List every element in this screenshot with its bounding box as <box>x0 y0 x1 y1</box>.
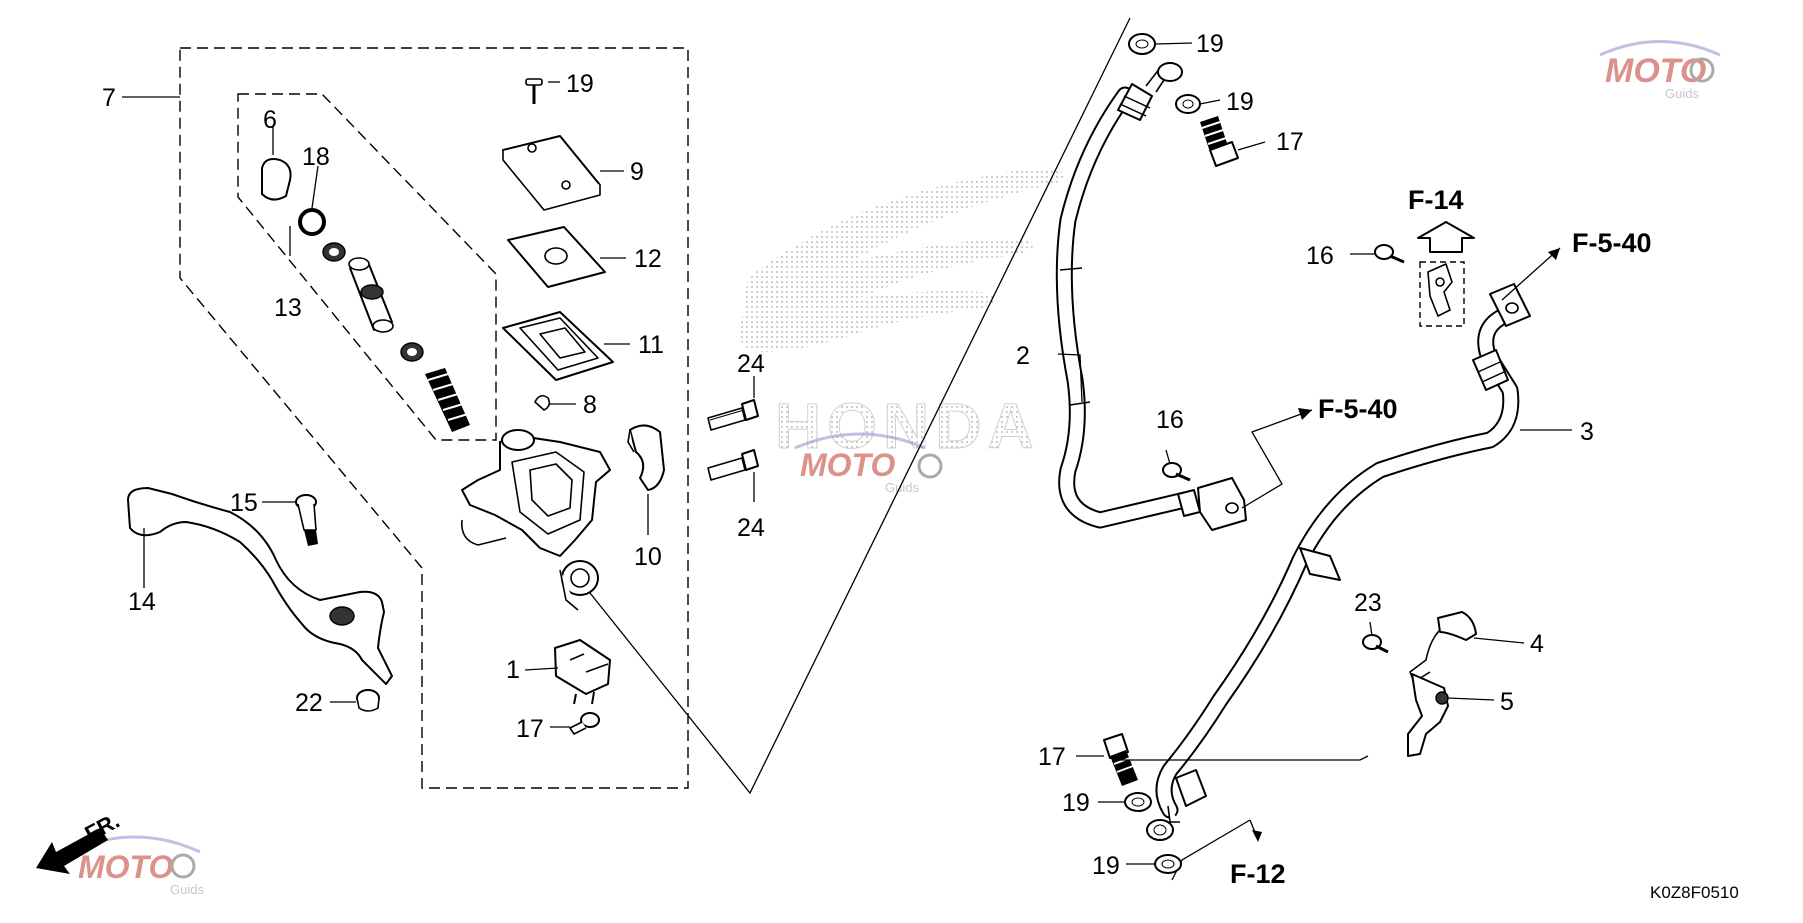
honda-wordmark-watermark: HONDA <box>775 390 1040 462</box>
part-19-sealing-washer <box>1128 33 1156 55</box>
callout-leaders <box>122 42 1572 865</box>
callout-24-lower: 24 <box>737 514 765 542</box>
svg-text:MOTO: MOTO <box>800 447 896 483</box>
part-8-float-clip <box>534 394 551 411</box>
callout-5: 5 <box>1500 688 1514 716</box>
callout-19-upper: 19 <box>1226 88 1254 116</box>
master-cylinder-body <box>461 429 611 611</box>
reference-arrow-f14 <box>1417 221 1475 253</box>
callout-21: 19 <box>566 70 594 98</box>
callout-3: 3 <box>1580 418 1594 446</box>
part-24-bolt-upper <box>707 399 759 431</box>
svg-text:Guids: Guids <box>885 480 919 495</box>
moto-logo-watermark: MOTO Guids <box>1599 40 1721 101</box>
part-14-brake-lever <box>127 487 393 685</box>
callout-22: 22 <box>295 689 323 717</box>
callout-12: 12 <box>634 245 662 273</box>
callout-13: 13 <box>274 294 302 322</box>
reference-labels: F-14 F-5-40 F-5-40 F-12 <box>1230 185 1652 889</box>
part-5-stay <box>1407 673 1449 757</box>
callout-20: 18 <box>302 143 330 171</box>
callout-7: 7 <box>102 84 116 112</box>
part-22-dust-cap <box>356 689 380 712</box>
reference-f5-40-middle: F-5-40 <box>1318 394 1398 424</box>
reference-arrow-f5-40-middle <box>1241 408 1313 509</box>
part-23-bolt <box>1362 634 1389 654</box>
callout-6: 6 <box>263 106 277 134</box>
callout-19-lower: 19 <box>1062 789 1090 817</box>
hose-clamp-bracket <box>1427 263 1453 317</box>
callout-numbers: 7 6 18 13 19 9 12 11 8 10 1 17 15 14 22 … <box>102 30 1594 880</box>
part-3-lower-brake-hose <box>1146 283 1531 841</box>
part-17-oil-bolt <box>1200 116 1239 167</box>
part-11-diaphragm <box>502 311 614 381</box>
callout-2: 2 <box>1016 342 1030 370</box>
callout-10: 10 <box>634 543 662 571</box>
callout-18: 17 <box>516 715 544 743</box>
svg-text:MOTO: MOTO <box>78 849 174 885</box>
reference-f5-40-upper: F-5-40 <box>1572 228 1652 258</box>
callout-16-middle: 16 <box>1156 406 1184 434</box>
bracket-detail-frame <box>1419 261 1465 327</box>
callout-11: 11 <box>638 331 664 359</box>
callout-1: 1 <box>506 656 520 684</box>
callout-4: 4 <box>1530 630 1544 658</box>
callout-19-top: 19 <box>1196 30 1224 58</box>
part-6-boot <box>261 158 292 201</box>
part-20-circlip <box>298 208 326 236</box>
part-13-piston-set <box>322 242 470 432</box>
part-12-diaphragm-plate <box>507 226 606 288</box>
callout-8: 8 <box>583 391 597 419</box>
part-19-sealing-washer <box>1175 94 1201 114</box>
part-9-reservoir-cap <box>502 135 601 211</box>
callout-24-upper: 24 <box>737 350 765 378</box>
part-15-pivot-bolt <box>295 494 318 546</box>
reference-f14: F-14 <box>1408 185 1464 215</box>
callout-16-upper: 16 <box>1306 242 1334 270</box>
reference-f12: F-12 <box>1230 859 1286 889</box>
part-1-brake-switch <box>554 639 611 705</box>
callout-15: 15 <box>230 489 258 517</box>
part-21-screw <box>525 78 543 104</box>
callout-23: 23 <box>1354 589 1382 617</box>
honda-wing-watermark: HONDA <box>739 167 1064 463</box>
piston-set-frame <box>237 93 497 441</box>
callout-17-lower: 17 <box>1038 743 1066 771</box>
master-cylinder-assembly-frame <box>179 47 689 789</box>
svg-text:MOTO: MOTO <box>1605 52 1706 90</box>
part-24-bolt-lower <box>707 449 759 481</box>
part-2-upper-brake-hose <box>1055 62 1247 531</box>
svg-text:Guids: Guids <box>1665 86 1699 101</box>
reference-arrow-f5-40-upper <box>1501 247 1561 301</box>
svg-text:Guids: Guids <box>170 882 204 897</box>
drawing-code: K0Z8F0510 <box>1650 883 1739 902</box>
callout-17-upper: 17 <box>1276 128 1304 156</box>
reference-arrow-f12 <box>1249 819 1262 842</box>
callout-14: 14 <box>128 588 156 616</box>
part-17-oil-bolt <box>1103 733 1138 786</box>
part-19-sealing-washer <box>1124 792 1152 812</box>
part-18-screw <box>569 712 600 735</box>
callout-9: 9 <box>630 158 644 186</box>
part-19-sealing-washer <box>1154 854 1182 874</box>
part-16-bolt <box>1162 462 1191 482</box>
moto-logo-watermark: MOTO Guids <box>794 432 943 495</box>
moto-logo-watermark: MOTO Guids <box>69 835 204 897</box>
callout-19-bottom: 19 <box>1092 852 1120 880</box>
part-4-hose-guide <box>1409 611 1477 683</box>
part-10-holder <box>627 424 665 491</box>
part-16-bolt <box>1374 244 1405 264</box>
